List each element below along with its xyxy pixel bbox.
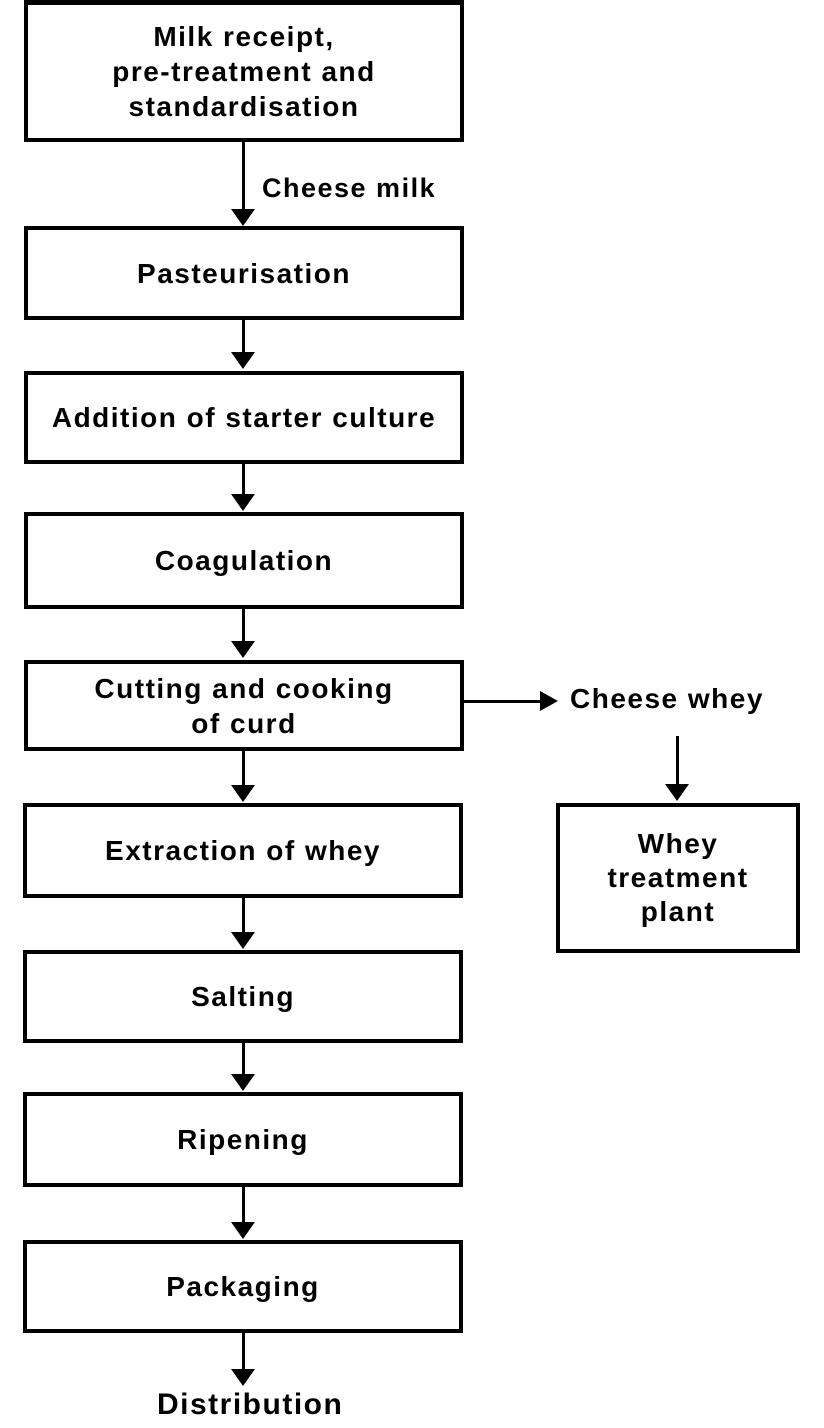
- node-milk-receipt: Milk receipt, pre-treatment and standard…: [24, 0, 464, 142]
- node-starter-culture: Addition of starter culture: [24, 371, 464, 464]
- edge-cutting-to-cheese-whey-line: [464, 700, 542, 703]
- node-salting: Salting: [23, 950, 463, 1043]
- edge-milk-to-pasteurisation-arrowhead-icon: [231, 209, 255, 226]
- edge-starter-to-coagulation-arrowhead-icon: [231, 494, 255, 511]
- node-pasteurisation-label: Pasteurisation: [137, 257, 351, 289]
- node-ripening-label: Ripening: [177, 1124, 309, 1155]
- edge-coagulation-to-cutting-line: [242, 609, 245, 643]
- node-milk-receipt-label: Milk receipt, pre-treatment and standard…: [112, 21, 376, 122]
- edge-milk-to-pasteurisation-line: [242, 142, 245, 212]
- node-whey-treatment-plant: Whey treatment plant: [556, 803, 800, 953]
- node-whey-treatment-plant-label: Whey treatment plant: [607, 828, 749, 927]
- node-ripening: Ripening: [23, 1092, 463, 1187]
- edge-label-cheese-milk: Cheese milk: [262, 173, 437, 203]
- node-starter-culture-label: Addition of starter culture: [51, 402, 437, 433]
- edge-pasteurisation-to-starter-arrowhead-icon: [231, 352, 255, 369]
- edge-packaging-to-distribution-arrowhead-icon: [231, 1369, 255, 1386]
- node-extraction-of-whey: Extraction of whey: [23, 803, 463, 898]
- edge-ripening-to-packaging-line: [242, 1187, 245, 1224]
- edge-ripening-to-packaging-arrowhead-icon: [231, 1222, 255, 1239]
- node-cutting-cooking: Cutting and cooking of curd: [24, 660, 464, 751]
- edge-extraction-to-salting-line: [242, 898, 245, 934]
- edge-salting-to-ripening-arrowhead-icon: [231, 1074, 255, 1091]
- edge-coagulation-to-cutting-arrowhead-icon: [231, 641, 255, 658]
- node-coagulation-label: Coagulation: [154, 545, 334, 576]
- terminal-label-distribution: Distribution: [157, 1388, 344, 1421]
- edge-cheese-whey-to-plant-line: [676, 736, 679, 786]
- edge-cutting-to-extraction-arrowhead-icon: [231, 785, 255, 802]
- edge-cutting-to-extraction-line: [242, 751, 245, 787]
- node-coagulation: Coagulation: [24, 512, 464, 609]
- edge-pasteurisation-to-starter-line: [242, 320, 245, 354]
- node-salting-label: Salting: [191, 981, 295, 1012]
- node-pasteurisation: Pasteurisation: [24, 226, 464, 320]
- edge-packaging-to-distribution-line: [242, 1333, 245, 1371]
- edge-cutting-to-cheese-whey-arrowhead-icon: [540, 691, 558, 711]
- edge-label-cheese-whey: Cheese whey: [570, 683, 764, 714]
- node-packaging: Packaging: [23, 1240, 463, 1333]
- edge-extraction-to-salting-arrowhead-icon: [231, 932, 255, 949]
- edge-cheese-whey-to-plant-arrowhead-icon: [665, 784, 689, 801]
- edge-starter-to-coagulation-line: [242, 464, 245, 496]
- node-packaging-label: Packaging: [166, 1271, 320, 1302]
- node-cutting-cooking-label: Cutting and cooking of curd: [94, 672, 394, 739]
- node-extraction-of-whey-label: Extraction of whey: [105, 835, 381, 866]
- edge-salting-to-ripening-line: [242, 1043, 245, 1076]
